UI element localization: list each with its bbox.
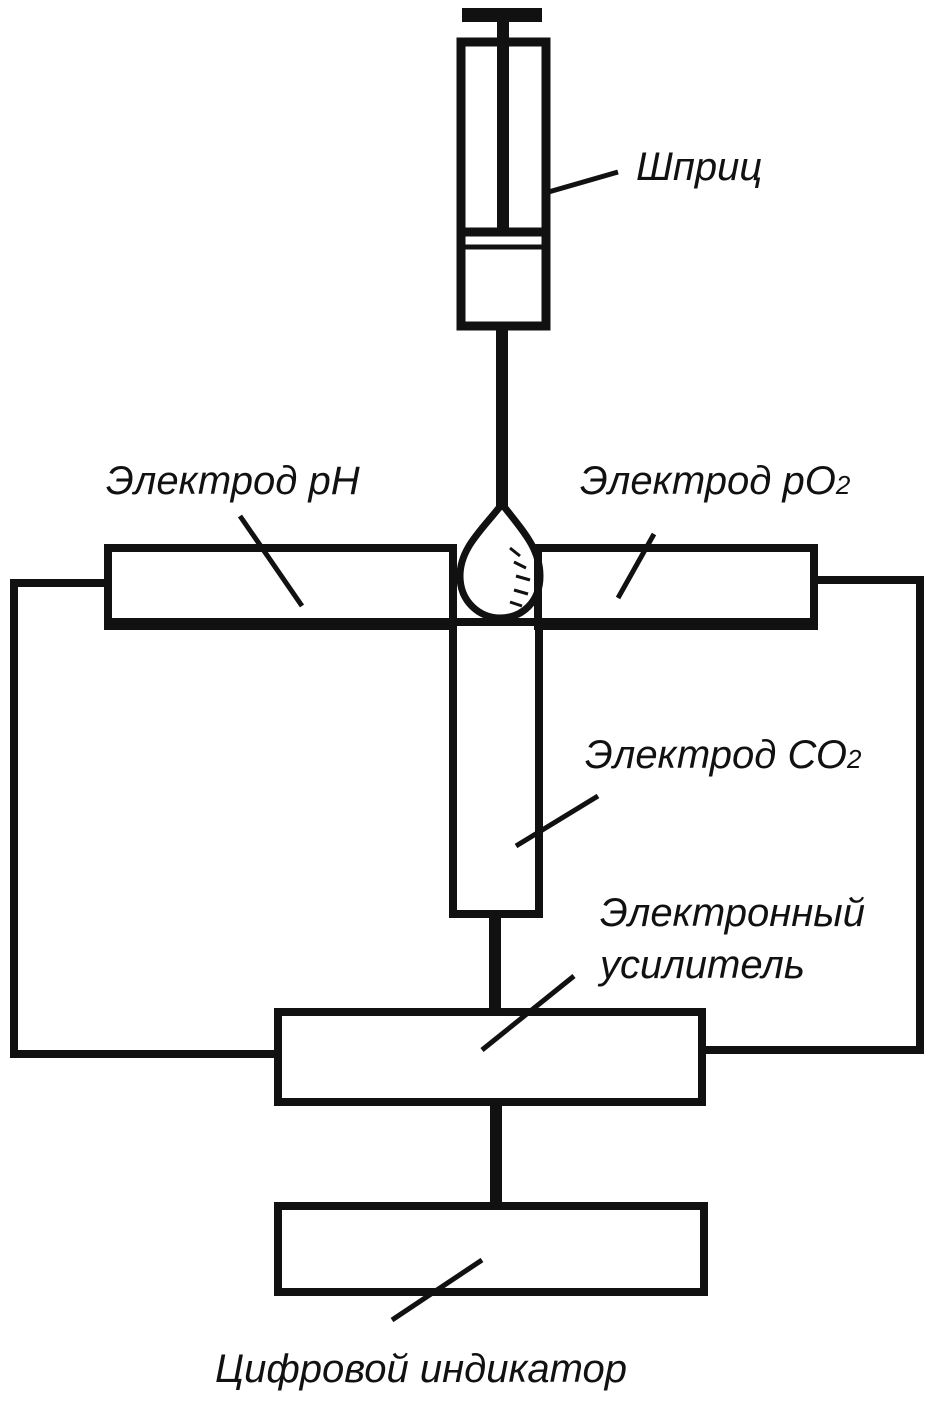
electrode-co2-body [449, 618, 543, 918]
syringe-leader [544, 169, 619, 196]
drop-hatching [509, 546, 531, 608]
electrode-ph-body [104, 544, 457, 630]
label-syringe: Шприц [636, 145, 762, 189]
electrode-po2 [534, 532, 818, 630]
label-indicator: Цифровой индикатор [215, 1347, 627, 1391]
label-amplifier-line1: Электронный [600, 891, 865, 935]
electrode-ph-leader [237, 514, 305, 608]
label-electrode-ph: Электрод рН [106, 459, 360, 503]
right-wire [704, 576, 924, 1054]
amplifier-leader [480, 974, 576, 1052]
label-electrode-co2: Электрод СО2 [585, 733, 862, 777]
electrode-ph [104, 514, 457, 630]
drop-outline [456, 498, 544, 622]
electrode-po2-leader [615, 532, 657, 600]
digital-indicator [274, 1202, 708, 1323]
electrode-co2 [449, 618, 600, 918]
label-electrode-co2-main: Электрод СО [585, 733, 847, 777]
label-electrode-po2: Электрод рО2 [580, 459, 851, 503]
label-electrode-po2-sub: 2 [835, 470, 851, 500]
blood-drop [456, 498, 544, 622]
electrode-po2-body [534, 544, 818, 630]
left-wire [10, 579, 278, 1058]
electrode-co2-leader [514, 793, 600, 849]
label-electrode-po2-main: Электрод рО [580, 459, 836, 503]
indicator-body [274, 1202, 708, 1296]
indicator-leader [390, 1257, 484, 1323]
syringe-plunger-cap [462, 8, 542, 22]
label-amplifier-line2: усилитель [597, 943, 805, 987]
label-electrode-co2-sub: 2 [846, 744, 862, 774]
syringe [456, 8, 619, 510]
amplifier-body [274, 1008, 706, 1106]
